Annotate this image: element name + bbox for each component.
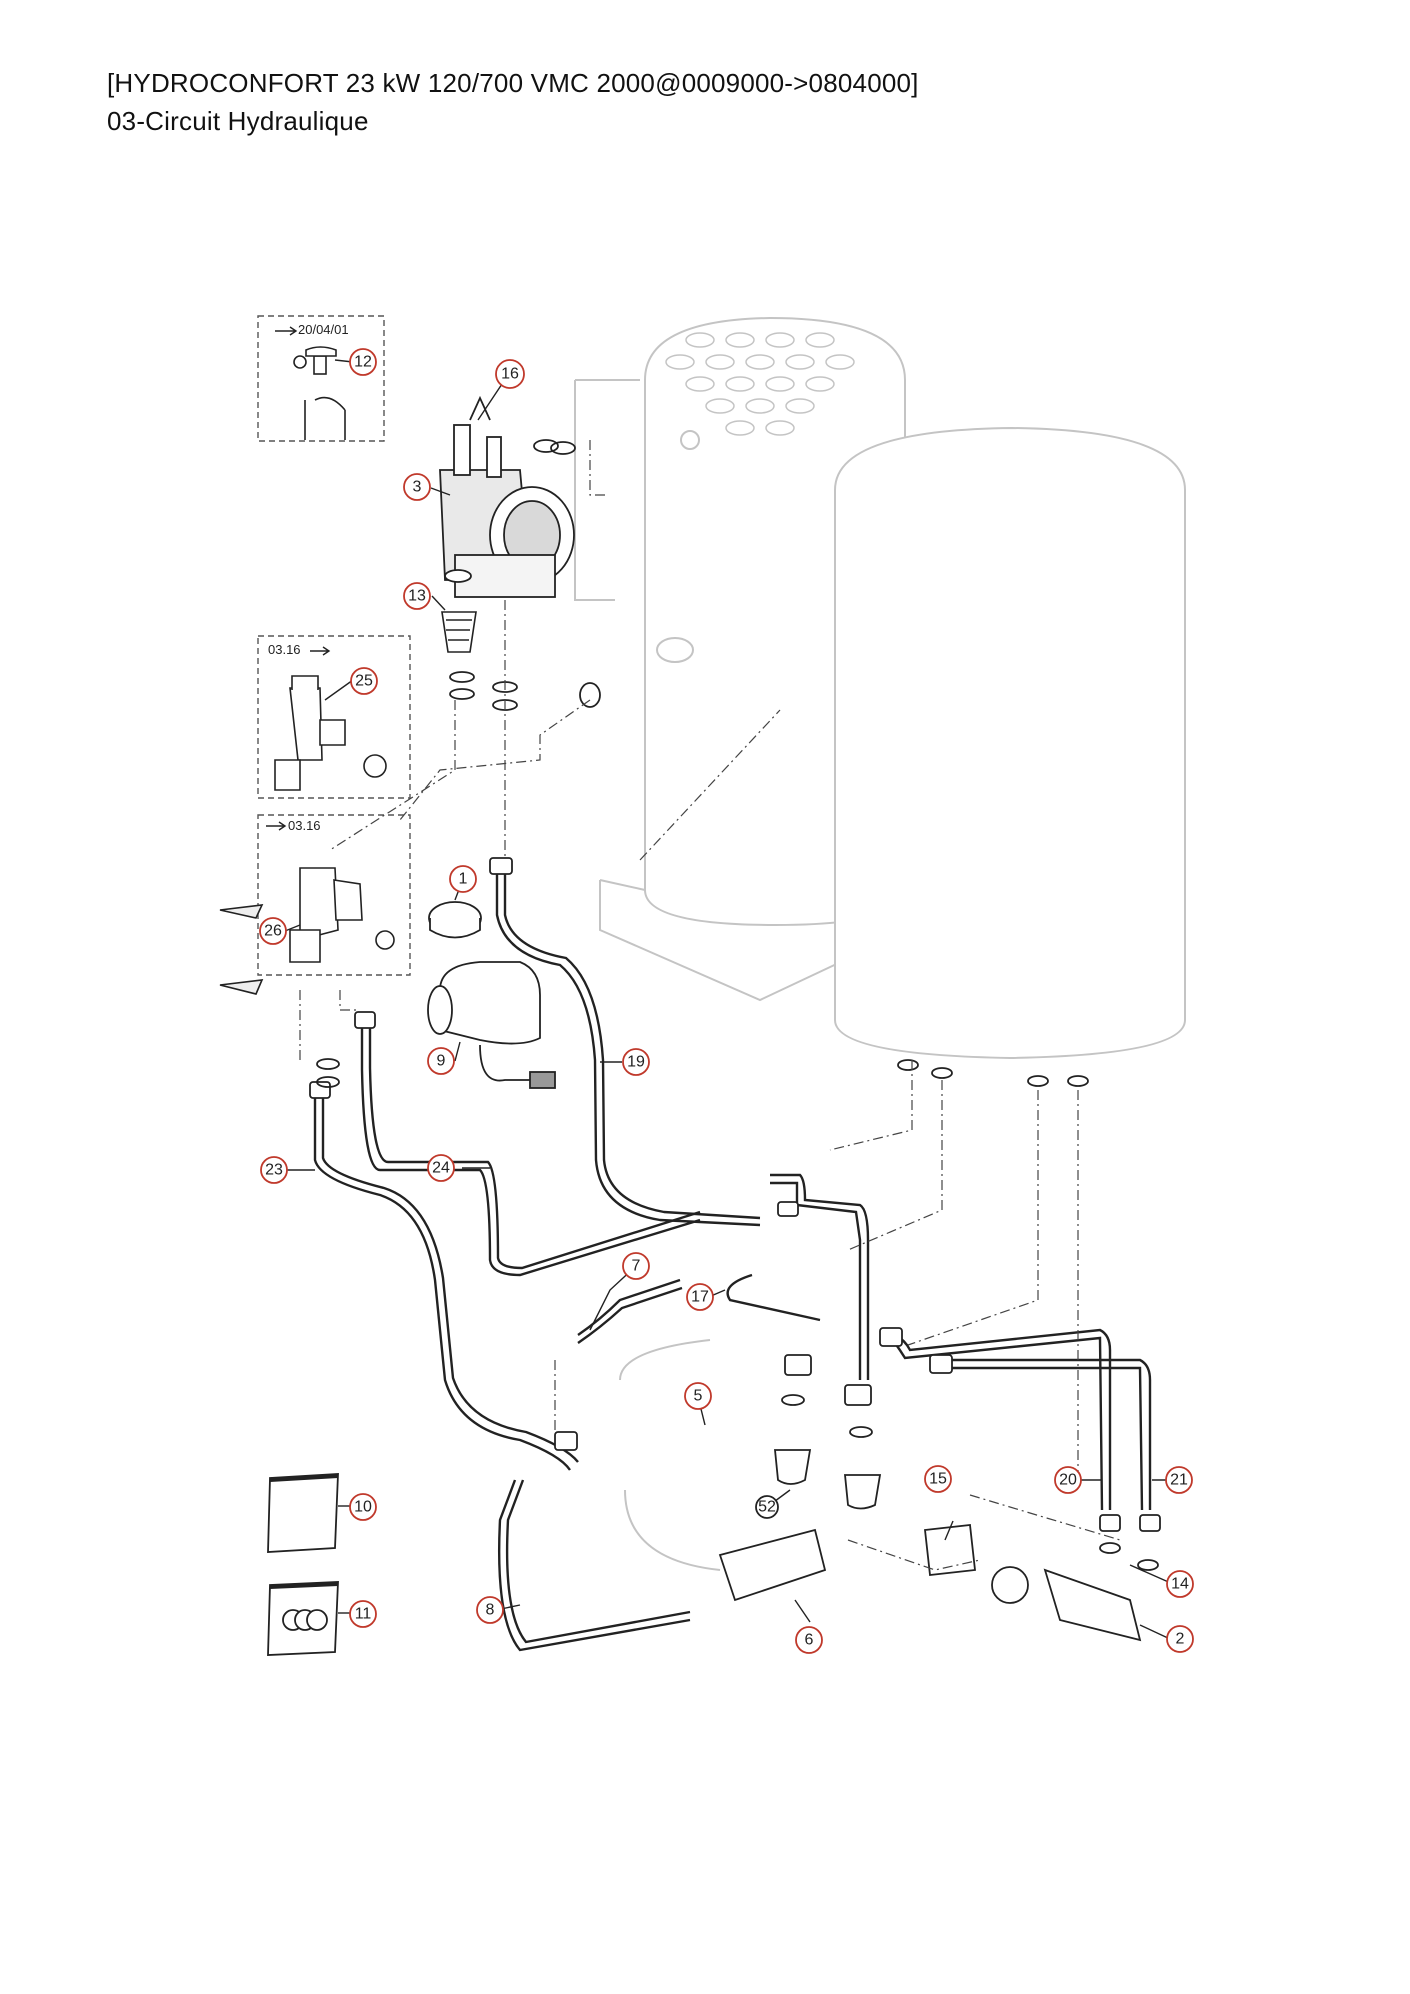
valve-assembly-sketch <box>274 675 387 791</box>
callout-number: 7 <box>632 1258 641 1275</box>
callout-number: 8 <box>486 1602 495 1619</box>
callout-number: 20 <box>1059 1472 1077 1489</box>
callout-24: 24 <box>427 1154 455 1182</box>
callout-circle <box>1054 1466 1082 1494</box>
callout-17: 17 <box>686 1283 714 1311</box>
callout-number: 23 <box>265 1162 283 1179</box>
callout-circle <box>349 1493 377 1521</box>
inset-notes: 20/04/01 03.16 03.16 <box>266 322 349 833</box>
pressure-sensor-drawing <box>428 901 482 939</box>
inset-note-2: 03.16 <box>268 642 301 657</box>
callout-6: 6 <box>795 1626 823 1654</box>
callout-circle <box>427 1154 455 1182</box>
callout-circle <box>495 359 525 389</box>
callout-circle <box>260 1156 288 1184</box>
callout-12: 12 <box>349 348 377 376</box>
pipe-network <box>313 870 1152 1652</box>
callout-number: 11 <box>355 1606 372 1623</box>
callout-15: 15 <box>924 1465 952 1493</box>
callout-19: 19 <box>622 1048 650 1076</box>
callout-5: 5 <box>684 1382 712 1410</box>
callout-number: 13 <box>408 588 426 605</box>
callout-11: 11 <box>349 1600 377 1628</box>
safety-valves <box>718 1449 1142 1642</box>
callout-number: 15 <box>929 1471 947 1488</box>
diverter-motor-drawing <box>427 961 556 1089</box>
callout-2: 2 <box>1166 1625 1194 1653</box>
callout-circle <box>686 1283 714 1311</box>
o-rings <box>316 439 1159 1571</box>
callout-8: 8 <box>476 1596 504 1624</box>
callout-number: 24 <box>432 1160 450 1177</box>
callout-circle <box>427 1047 455 1075</box>
callout-circle <box>259 917 287 945</box>
callout-number: 9 <box>437 1053 446 1070</box>
callout-number: 21 <box>1170 1472 1188 1489</box>
callout-circle <box>349 348 377 376</box>
callout-number: 52 <box>758 1499 776 1516</box>
callout-leaders <box>275 359 1179 1640</box>
callout-circle <box>924 1465 952 1493</box>
callout-7: 7 <box>622 1252 650 1280</box>
inset-note-3: 03.16 <box>288 818 321 833</box>
callout-circle <box>622 1048 650 1076</box>
callout-14: 14 <box>1166 1570 1194 1598</box>
air-purge-sketch <box>293 346 346 440</box>
callout-number: 3 <box>413 479 422 496</box>
callout-10: 10 <box>349 1493 377 1521</box>
callout-1: 1 <box>449 865 477 893</box>
pump-drawing <box>439 395 575 598</box>
callout-number: 12 <box>354 354 372 371</box>
callout-circle <box>1165 1466 1193 1494</box>
callout-26: 26 <box>259 917 287 945</box>
alignment-lines <box>299 440 1121 1571</box>
callout-circle <box>349 1600 377 1628</box>
callout-25: 25 <box>350 667 378 695</box>
hydraulic-block-sketch <box>219 867 395 995</box>
callout-number: 17 <box>691 1289 709 1306</box>
callout-circle <box>1166 1625 1194 1653</box>
background-tank-right <box>619 426 1186 1571</box>
callout-number: 14 <box>1171 1576 1189 1593</box>
callout-circle <box>795 1626 823 1654</box>
callout-52: 52 <box>755 1495 779 1519</box>
kit-bags <box>267 1473 339 1656</box>
callout-13: 13 <box>403 582 431 610</box>
callout-23: 23 <box>260 1156 288 1184</box>
callout-3: 3 <box>403 473 431 501</box>
inset-note-1: 20/04/01 <box>298 322 349 337</box>
callout-circle <box>1166 1570 1194 1598</box>
callout-circle <box>449 865 477 893</box>
callout-16: 16 <box>495 359 525 389</box>
inset-box-1 <box>257 315 411 976</box>
callout-circle <box>622 1252 650 1280</box>
callout-9: 9 <box>427 1047 455 1075</box>
background-tank-left <box>574 316 906 1002</box>
callout-number: 2 <box>1176 1631 1185 1648</box>
callout-circle <box>684 1382 712 1410</box>
callout-number: 1 <box>459 871 468 888</box>
callout-number: 6 <box>805 1632 814 1649</box>
callout-number: 26 <box>264 923 282 940</box>
callout-number: 25 <box>355 673 373 690</box>
callout-number: 5 <box>694 1388 703 1405</box>
filter-drawing <box>441 611 477 653</box>
callout-circle <box>755 1495 779 1519</box>
page-title: [HYDROCONFORT 23 kW 120/700 VMC 2000@000… <box>107 68 919 98</box>
callout-circle <box>350 667 378 695</box>
callout-circle <box>476 1596 504 1624</box>
callout-21: 21 <box>1165 1466 1193 1494</box>
callout-circle <box>403 473 431 501</box>
callout-number: 10 <box>354 1499 372 1516</box>
callout-20: 20 <box>1054 1466 1082 1494</box>
callout-circle <box>403 582 431 610</box>
callout-number: 19 <box>627 1054 645 1071</box>
callout-number: 16 <box>501 366 519 383</box>
page-subtitle: 03-Circuit Hydraulique <box>107 106 369 136</box>
